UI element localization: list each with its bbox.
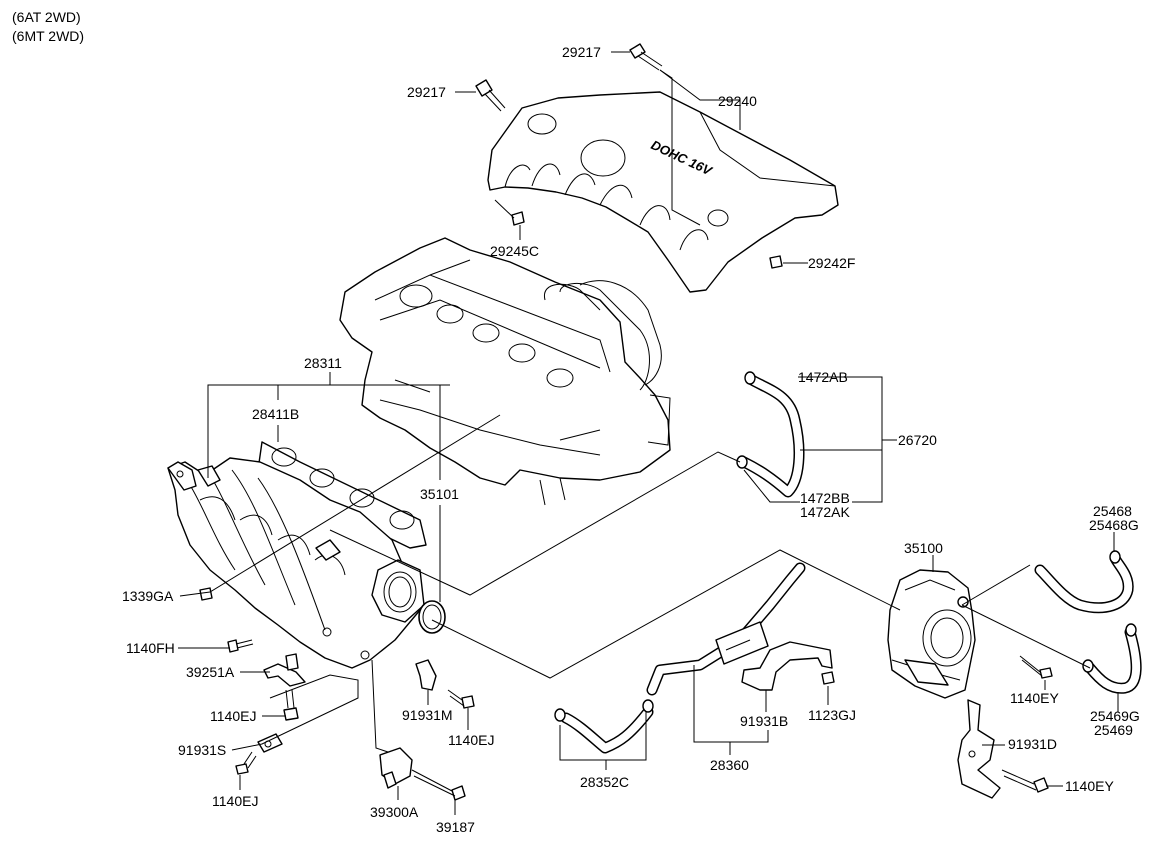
label-1140EY-lower[interactable]: 1140EY bbox=[1065, 778, 1114, 794]
part-labels: 29217 29217 29240 29245C 29242F 28311 28… bbox=[122, 44, 1140, 835]
leader-lines bbox=[178, 51, 1119, 815]
bolt-icon[interactable] bbox=[227, 639, 254, 653]
clip-icon[interactable] bbox=[769, 255, 783, 269]
bolt-icon[interactable] bbox=[475, 79, 506, 112]
label-26720[interactable]: 26720 bbox=[898, 432, 937, 448]
map-sensor[interactable] bbox=[379, 747, 413, 789]
label-29245C[interactable]: 29245C bbox=[490, 243, 539, 259]
label-25469G[interactable]: 25469G bbox=[1090, 708, 1140, 724]
throttle-body[interactable] bbox=[887, 569, 976, 699]
label-35101[interactable]: 35101 bbox=[420, 486, 459, 502]
label-25468[interactable]: 25468 bbox=[1093, 503, 1132, 519]
label-25468G[interactable]: 25468G bbox=[1089, 517, 1139, 533]
label-29217-left[interactable]: 29217 bbox=[407, 84, 446, 100]
label-29242F[interactable]: 29242F bbox=[808, 255, 855, 271]
intake-manifold[interactable] bbox=[167, 457, 425, 669]
label-35100[interactable]: 35100 bbox=[904, 540, 943, 556]
label-28311[interactable]: 28311 bbox=[304, 355, 342, 371]
pipe-28360[interactable] bbox=[646, 562, 806, 696]
bolt-icon[interactable] bbox=[1001, 769, 1049, 793]
label-91931S[interactable]: 91931S bbox=[178, 742, 226, 758]
label-1339GA[interactable]: 1339GA bbox=[122, 588, 174, 604]
label-25469[interactable]: 25469 bbox=[1094, 722, 1133, 738]
hose-25469[interactable] bbox=[1082, 623, 1142, 694]
bracket-91931B[interactable] bbox=[741, 641, 833, 691]
label-29217-top[interactable]: 29217 bbox=[562, 44, 601, 60]
label-39251A[interactable]: 39251A bbox=[186, 664, 235, 680]
bolt-icon[interactable] bbox=[447, 689, 475, 709]
label-1140EJ-mid[interactable]: 1140EJ bbox=[210, 708, 256, 724]
hose-25468[interactable] bbox=[1034, 550, 1134, 614]
bolt-icon[interactable] bbox=[1019, 655, 1053, 679]
bolt-icon[interactable] bbox=[283, 689, 299, 721]
bolt-icon[interactable] bbox=[629, 43, 663, 71]
label-1472BB[interactable]: 1472BB bbox=[800, 490, 850, 506]
label-29240[interactable]: 29240 bbox=[718, 93, 757, 109]
hose-28352C[interactable] bbox=[554, 699, 654, 754]
label-1140EY-upper[interactable]: 1140EY bbox=[1010, 690, 1059, 706]
label-39300A[interactable]: 39300A bbox=[370, 804, 419, 820]
bolt-icon[interactable] bbox=[411, 769, 466, 801]
label-1140EJ-right[interactable]: 1140EJ bbox=[448, 732, 494, 748]
bracket-39251A[interactable] bbox=[263, 653, 306, 687]
label-1140FH[interactable]: 1140FH bbox=[126, 640, 175, 656]
bolt-icon[interactable] bbox=[199, 587, 213, 601]
label-1472AB[interactable]: 1472AB bbox=[798, 369, 848, 385]
label-28360[interactable]: 28360 bbox=[710, 757, 749, 773]
label-1140EJ-bottom[interactable]: 1140EJ bbox=[212, 793, 258, 809]
label-91931D[interactable]: 91931D bbox=[1008, 736, 1057, 752]
engine-cover[interactable]: DOHC 16V bbox=[487, 91, 839, 293]
label-91931M[interactable]: 91931M bbox=[402, 707, 453, 723]
clip-icon[interactable] bbox=[511, 211, 525, 226]
hose-26720[interactable] bbox=[736, 371, 805, 498]
engine-head bbox=[339, 237, 671, 506]
label-39187[interactable]: 39187 bbox=[436, 819, 475, 835]
label-91931B[interactable]: 91931B bbox=[740, 713, 788, 729]
label-1472AK[interactable]: 1472AK bbox=[800, 504, 850, 520]
bracket-91931S[interactable] bbox=[257, 733, 283, 753]
bolt-icon[interactable] bbox=[821, 671, 835, 685]
header-line-2: (6MT 2WD) bbox=[12, 28, 85, 44]
header-line-1: (6AT 2WD) bbox=[12, 9, 81, 25]
label-1123GJ[interactable]: 1123GJ bbox=[808, 707, 856, 723]
label-28411B[interactable]: 28411B bbox=[252, 406, 299, 422]
label-28352C[interactable]: 28352C bbox=[580, 774, 629, 790]
bracket-91931M[interactable] bbox=[415, 659, 437, 691]
bolt-icon[interactable] bbox=[235, 751, 257, 775]
bracket-91931D[interactable] bbox=[957, 699, 1001, 799]
